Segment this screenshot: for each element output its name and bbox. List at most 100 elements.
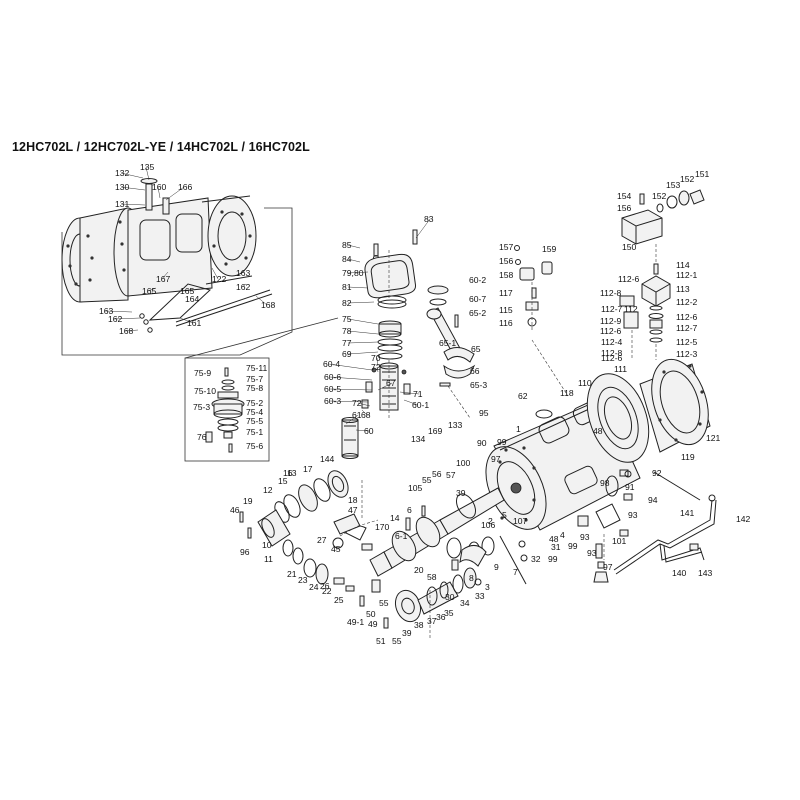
part-callout: 49 — [368, 619, 378, 629]
part-callout: 133 — [448, 420, 463, 430]
part-callout: 168 — [119, 326, 134, 336]
part-callout: 16 — [283, 468, 293, 478]
part-callout: 65-2 — [469, 308, 486, 318]
part-callout: 70 — [371, 353, 381, 363]
piston-cylinder-stack — [341, 229, 418, 459]
part-callout: 92 — [652, 468, 662, 478]
part-callout: 107 — [513, 516, 528, 526]
part-callout: 112-6 — [618, 274, 640, 284]
part-callout: 33 — [475, 591, 485, 601]
leader-line — [355, 429, 371, 432]
part-callout: 50 — [366, 609, 376, 619]
leader-line — [189, 297, 192, 300]
part-callout: 106 — [481, 520, 496, 530]
part-callout: 117 — [499, 288, 513, 298]
part-callout: 158 — [499, 270, 514, 280]
part-callout: 99 — [548, 554, 558, 564]
part-callout: 8 — [469, 573, 474, 583]
part-callout: 75-1 — [246, 427, 263, 437]
part-callout: 112-4 — [601, 337, 623, 347]
part-callout: 65-3 — [470, 380, 487, 390]
leader-line — [328, 363, 373, 371]
part-callout: 154 — [617, 191, 632, 201]
leader-line — [345, 414, 359, 425]
oil-pump-group — [359, 545, 487, 629]
part-callout: 75-11 — [246, 363, 268, 373]
part-callout: 47 — [348, 505, 358, 515]
part-callout: 27 — [317, 535, 327, 545]
oil-sight-group — [514, 245, 553, 330]
part-callout: 75-2 — [246, 398, 263, 408]
leader-line — [347, 271, 369, 274]
leader-line — [120, 203, 146, 206]
part-callout: 13 — [287, 468, 297, 478]
part-callout: 60-3 — [324, 396, 341, 406]
part-callout: 19 — [243, 496, 253, 506]
leader-lines — [104, 166, 431, 432]
part-callout: 17 — [303, 464, 313, 474]
part-callout: 31 — [551, 542, 561, 552]
part-callout: 55 — [379, 598, 389, 608]
part-callout: 169 — [428, 426, 443, 436]
part-callout: 14 — [390, 513, 400, 523]
part-callout: 116 — [499, 318, 513, 328]
part-callout: 15 — [278, 476, 288, 486]
part-callout: 48 — [593, 426, 603, 436]
leader-line — [376, 357, 379, 367]
part-callout: 93 — [580, 532, 590, 542]
part-callout: 152 — [652, 191, 667, 201]
part-callout: 78 — [342, 326, 352, 336]
part-callout: 21 — [287, 569, 297, 579]
part-callout: 162 — [108, 314, 123, 324]
part-callout: 112-8 — [601, 348, 623, 358]
part-callout: 72 — [371, 362, 381, 372]
part-callout: 67 — [386, 378, 396, 388]
part-callout: 72 — [352, 398, 362, 408]
compressor-assembly-overview — [61, 178, 273, 333]
leader-line — [347, 351, 379, 355]
leader-line — [347, 318, 379, 325]
part-callout: 157 — [499, 242, 514, 252]
part-callout: 113 — [676, 284, 690, 294]
part-callout: 55 — [422, 475, 432, 485]
part-callout: 164 — [185, 294, 200, 304]
part-callout: 143 — [698, 568, 713, 578]
part-callout: 97 — [603, 562, 613, 572]
part-callout: 115 — [499, 305, 513, 315]
part-callout: 39 — [402, 628, 412, 638]
part-callout: 91 — [625, 482, 635, 492]
part-callout: 165 — [142, 286, 157, 296]
part-callout: 75-9 — [194, 368, 211, 378]
part-callout: 150 — [622, 242, 637, 252]
part-callout: 114 — [676, 260, 690, 270]
part-callout: 118 — [560, 388, 574, 398]
part-callout: 68 — [361, 410, 371, 420]
part-callout: 5 — [502, 510, 507, 520]
leader-line — [329, 376, 373, 381]
leader-line — [113, 317, 141, 320]
part-callout: 60 — [364, 426, 374, 436]
part-callout: 6-1 — [395, 531, 408, 541]
inset-frame-overview — [61, 207, 293, 356]
part-callout: 30 — [445, 592, 455, 602]
leader-line — [241, 267, 247, 274]
part-callout: 96 — [240, 547, 250, 557]
part-callout: 135 — [140, 162, 155, 172]
connecting-rod-group — [426, 285, 476, 387]
part-callout: 162 — [236, 282, 251, 292]
part-callout: 151 — [695, 169, 710, 179]
part-callout: 110 — [578, 378, 592, 388]
part-callout: 66 — [470, 366, 480, 376]
part-callout: 75-8 — [246, 383, 263, 393]
part-callout: 140 — [672, 568, 687, 578]
leader-line — [120, 186, 146, 191]
part-callout: 71 — [413, 389, 423, 399]
part-callout: 35 — [444, 608, 454, 618]
part-callout: 84 — [342, 254, 352, 264]
part-callout: 32 — [531, 554, 541, 564]
part-callout: 156 — [617, 203, 632, 213]
leader-line — [347, 286, 369, 289]
part-callout: 159 — [542, 244, 557, 254]
leader-line — [377, 382, 393, 391]
leader-line — [361, 409, 368, 416]
